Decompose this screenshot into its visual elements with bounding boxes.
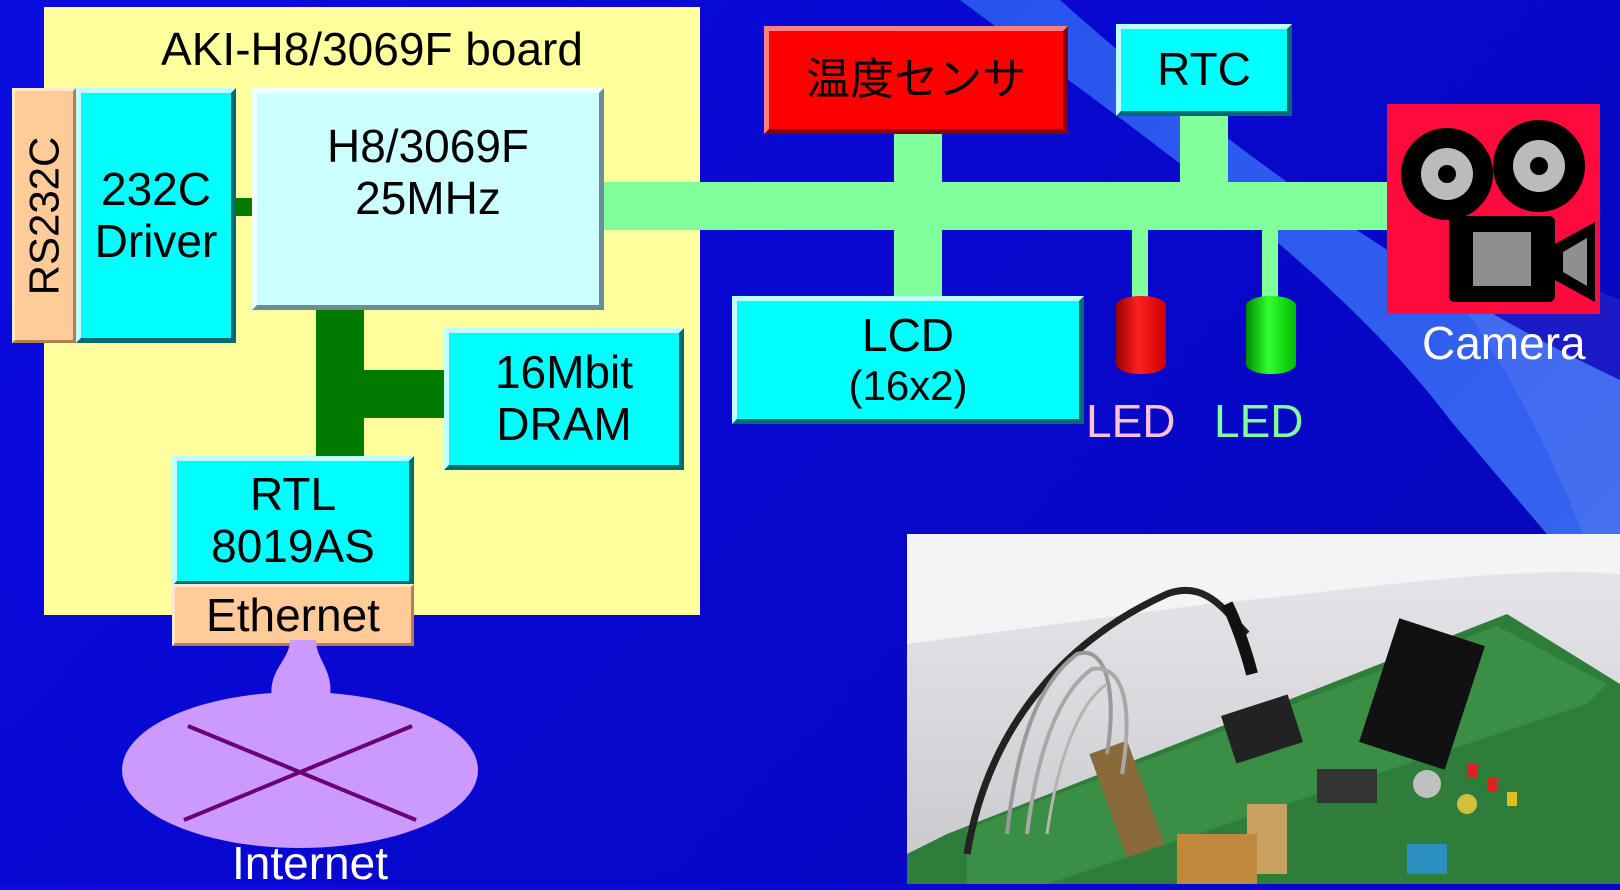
- rtc-stub: [1180, 112, 1228, 184]
- board-title: AKI-H8/3069F board: [161, 23, 583, 75]
- red-led-icon: [1116, 296, 1166, 374]
- ethernet-port: Ethernet: [172, 584, 414, 646]
- led-green-label: LED: [1214, 395, 1304, 447]
- led-red-stub: [1132, 228, 1148, 300]
- ethernet-label: Ethernet: [206, 589, 380, 641]
- led-red-label: LED: [1086, 395, 1176, 447]
- sensor-label: 温度センサ: [806, 54, 1026, 106]
- sensor-stub: [894, 133, 942, 185]
- temperature-sensor-block: 温度センサ: [764, 26, 1068, 134]
- dram-line2: DRAM: [496, 398, 632, 450]
- lcd-line1: LCD: [861, 309, 955, 362]
- internet-cloud-icon: [122, 640, 478, 848]
- internet-label: Internet: [232, 837, 388, 889]
- rtl-line1: RTL: [249, 468, 337, 521]
- peripheral-bus-main: [600, 182, 1390, 230]
- dram-block: 16Mbit DRAM: [444, 328, 684, 470]
- rtl-block: RTL 8019AS: [172, 456, 414, 586]
- board-photo: [907, 534, 1620, 884]
- lcd-line2: (16x2): [848, 362, 968, 410]
- cpu-line1: H8/3069F: [326, 120, 529, 173]
- cpu-block: H8/3069F 25MHz: [252, 88, 604, 310]
- lcd-stub: [894, 228, 942, 298]
- dram-line1: 16Mbit: [494, 346, 634, 399]
- driver-line1: 232C: [101, 162, 211, 215]
- green-led-icon: [1246, 296, 1296, 374]
- driver-block: 232C Driver: [76, 88, 236, 343]
- rs232c-port: RS232C: [12, 88, 76, 343]
- driver-cpu-link: [236, 198, 256, 216]
- camera-label: Camera: [1422, 317, 1586, 369]
- led-green-stub: [1262, 228, 1278, 300]
- memory-bus-horizontal: [316, 370, 446, 418]
- camera-block: [1387, 104, 1600, 314]
- driver-line2: Driver: [94, 214, 218, 267]
- rtl-line2: 8019AS: [211, 520, 375, 572]
- rs232c-label: RS232C: [20, 136, 68, 295]
- cpu-line2: 25MHz: [355, 172, 501, 224]
- rtc-label: RTC: [1157, 43, 1251, 96]
- lcd-block: LCD (16x2): [732, 296, 1084, 424]
- movie-camera-icon: [1401, 120, 1595, 302]
- rtc-block: RTC: [1116, 24, 1292, 116]
